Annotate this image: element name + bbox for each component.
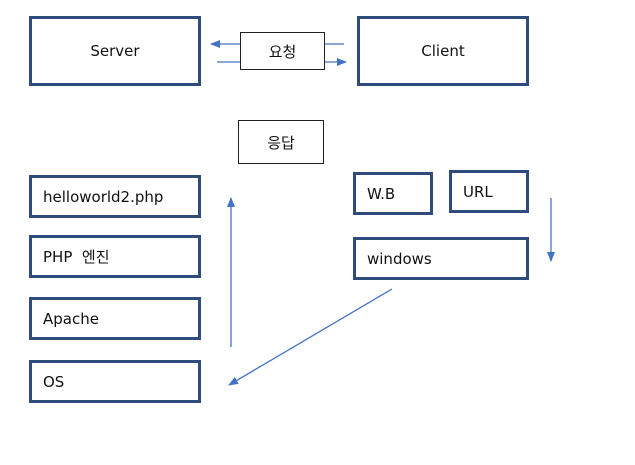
response-label: 응답: [267, 133, 295, 152]
stack-box-os: OS: [29, 360, 201, 403]
response-label-box: 응답: [238, 120, 324, 164]
server-box: Server: [29, 16, 201, 86]
stack-box-php-file: helloworld2.php: [29, 175, 201, 218]
stack-label-php-engine: PHP 엔진: [43, 248, 110, 266]
client-label: Client: [421, 42, 465, 60]
request-label: 요청: [268, 42, 297, 61]
stack-label-apache: Apache: [43, 309, 99, 328]
stack-label-php-file: helloworld2.php: [43, 187, 164, 206]
stack-label-os: OS: [43, 372, 65, 391]
stack-box-php-engine: PHP 엔진: [29, 235, 201, 278]
windows-box: windows: [353, 237, 529, 280]
stack-box-apache: Apache: [29, 297, 201, 340]
windows-label: windows: [367, 249, 432, 268]
client-box: Client: [357, 16, 529, 86]
server-label: Server: [90, 42, 140, 60]
wb-label: W.B: [367, 184, 396, 203]
windows-to-os-arrow: [228, 288, 393, 386]
request-label-box: 요청: [240, 32, 325, 70]
wb-box: W.B: [353, 172, 433, 215]
url-label: URL: [463, 182, 493, 201]
url-box: URL: [449, 170, 529, 213]
